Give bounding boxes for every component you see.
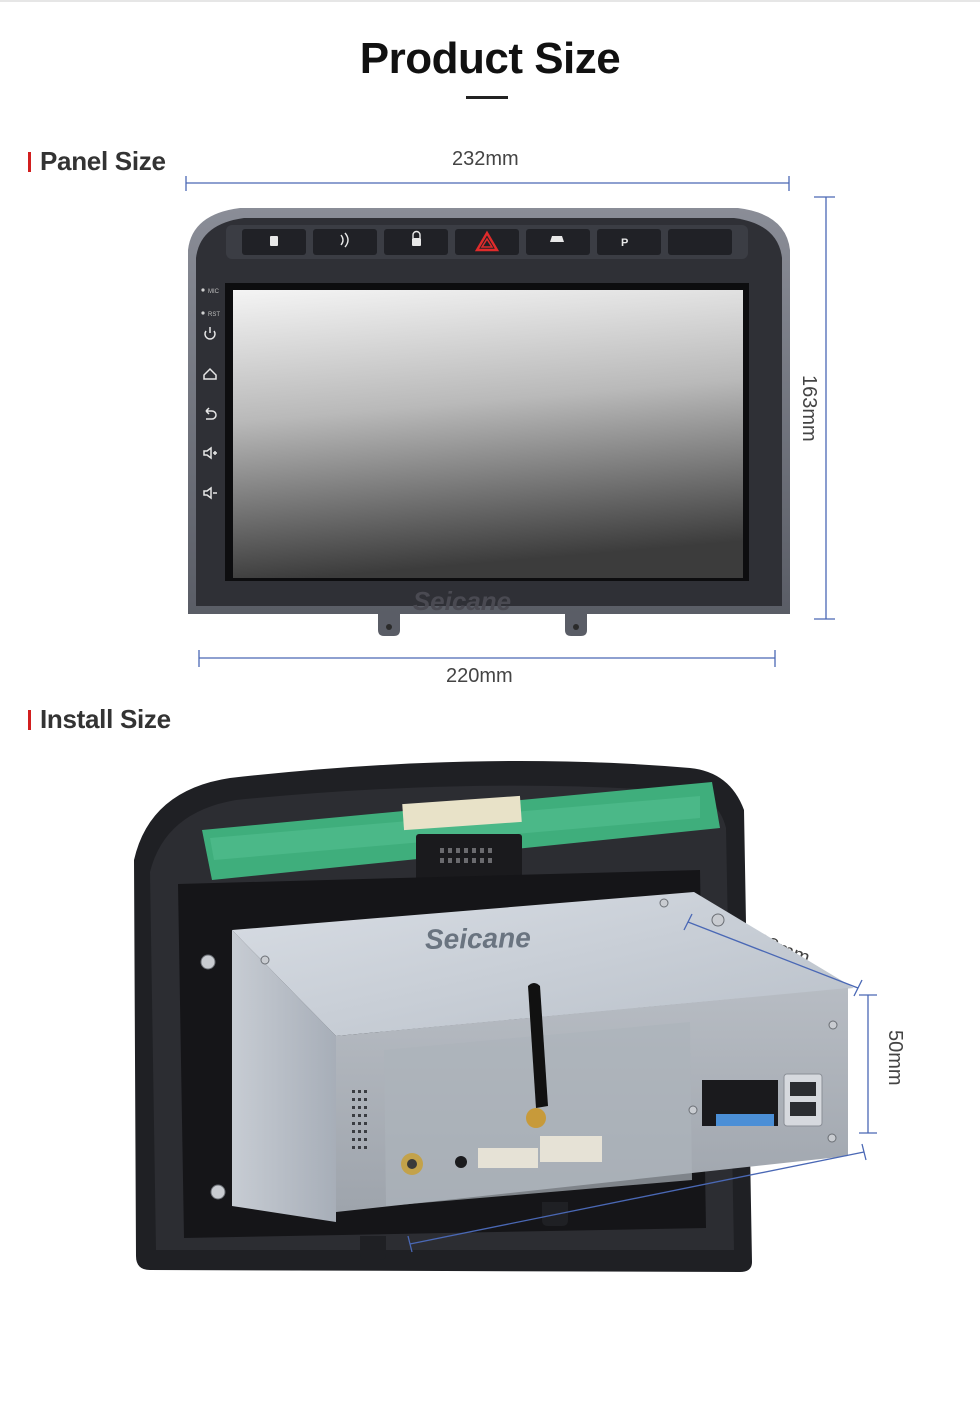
panel-width-top-label: 232mm [452,148,519,170]
antenna-connector [526,1108,546,1128]
power-icon[interactable] [204,330,216,340]
antenna-icon [528,983,548,1108]
panel-width-bottom-label: 220mm [446,665,513,687]
dimension-line-right [814,196,835,620]
mic-label: MIC [208,289,220,295]
hazard-icon [474,230,500,252]
blank-button[interactable] [668,229,732,255]
ribbon-connector [416,834,522,882]
panel-size-label: Panel Size [40,146,166,176]
dimension-line-height [859,994,877,1134]
harness-connector [540,1136,602,1162]
chassis-side [232,930,336,1222]
pcb-label [402,795,522,831]
section-accent-bar [28,709,31,730]
head-unit-rear: Seicane [134,760,854,1272]
back-icon[interactable] [205,407,217,420]
title-underline [466,96,508,99]
top-divider [0,0,980,2]
chassis-brand: Seicane [425,922,531,955]
install-size-label: Install Size [40,704,171,734]
page-title: Product Size [359,34,621,83]
usb-ports [783,1073,823,1127]
panel-size-heading: Panel Size [28,146,166,177]
home-icon[interactable] [203,367,217,380]
park-assist-off-icon: P [621,237,628,249]
button-pcb [202,782,720,880]
volume-down-icon[interactable] [203,486,217,500]
traction-off-icon [550,236,564,242]
chassis-top [232,892,854,1036]
head-unit-panel: P MIC RST Seicane [188,208,790,636]
rst-label: RST [208,312,220,318]
dimension-line-bottom [198,650,776,667]
park-assist-button[interactable] [597,229,661,255]
volume-up-icon[interactable] [203,446,217,460]
button-strip: P [242,229,732,255]
sensor-off-button[interactable] [313,229,377,255]
section-accent-bar [28,151,31,172]
dimension-line-depth [683,913,863,997]
fuel-icon [270,236,278,246]
dimension-line-width [407,1143,867,1253]
brand-logo: Seicane [413,586,511,616]
display-screen[interactable] [233,290,743,578]
harness-connector [478,1148,538,1168]
vent-holes [352,1090,367,1149]
parking-sensor-off-icon [340,232,349,248]
lock-icon [412,238,421,246]
install-size-heading: Install Size [28,704,171,735]
dimension-line-top [185,176,790,191]
hazard-button[interactable] [455,229,519,255]
side-controls: MIC RST [201,288,220,500]
